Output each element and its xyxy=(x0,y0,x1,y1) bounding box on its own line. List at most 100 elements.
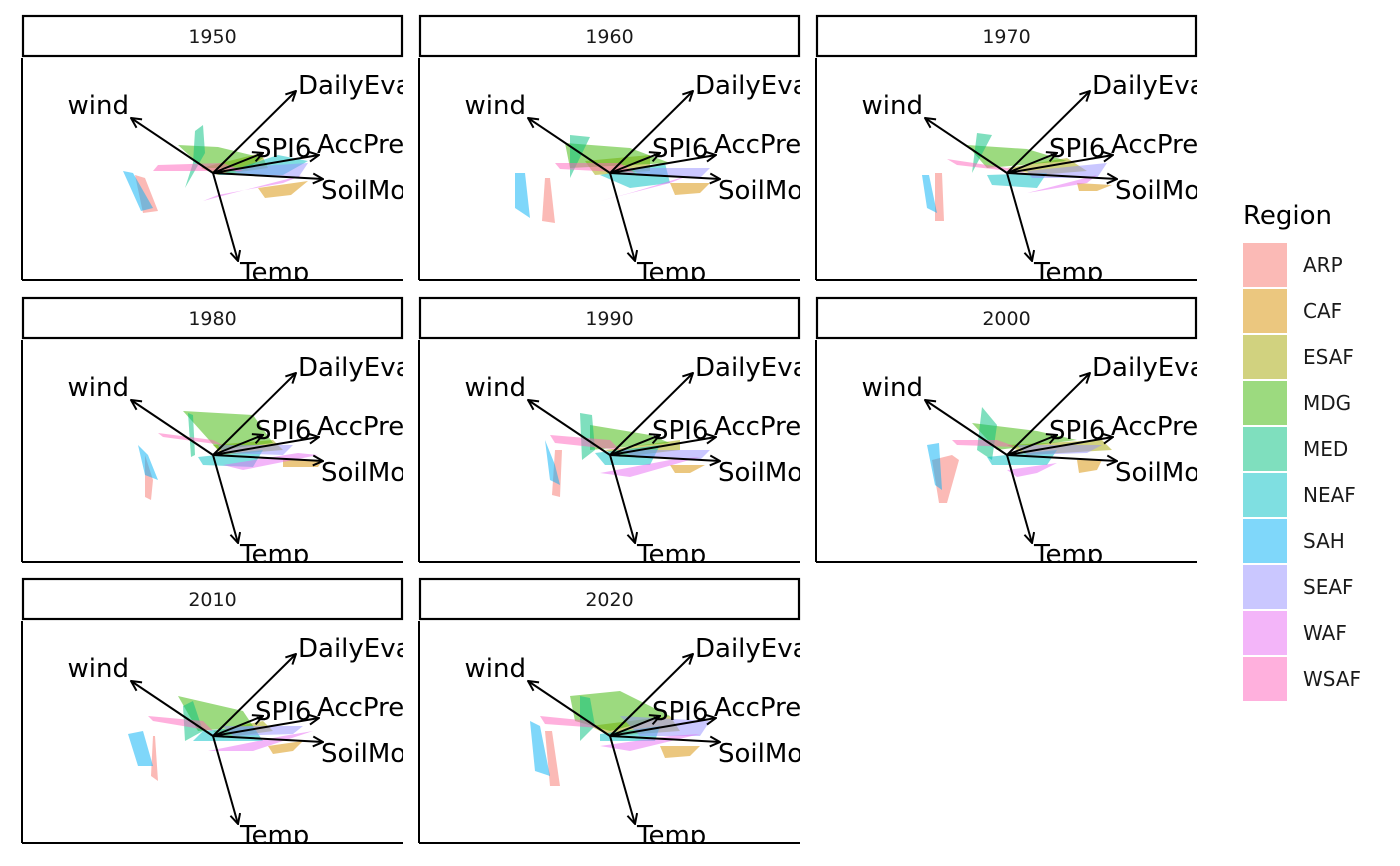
arrow-label-soilmo: SoilMo xyxy=(718,458,803,488)
loading-arrow-accprec xyxy=(212,718,319,737)
region-hull-caf xyxy=(660,746,700,758)
loading-arrow-temp xyxy=(212,454,238,543)
region-hull-arp xyxy=(135,175,158,213)
facet-strip xyxy=(418,577,801,621)
region-hull-arp xyxy=(151,736,158,781)
legend-item-arp: ARP xyxy=(1243,243,1343,287)
facet-strip xyxy=(21,14,404,58)
legend-key xyxy=(1243,427,1287,471)
arrow-label-temp: Temp xyxy=(239,821,309,851)
legend-label: MED xyxy=(1303,437,1348,461)
region-hull-sah xyxy=(922,175,937,213)
facet-strip-label: 1980 xyxy=(188,308,236,330)
legend-item-esaf: ESAF xyxy=(1243,335,1354,379)
region-hull-arp xyxy=(935,173,944,221)
legend-key xyxy=(1243,335,1287,379)
arrow-label-wind: wind xyxy=(862,373,923,403)
region-hull-sah xyxy=(515,173,530,218)
arrow-label-accprec: AccPrec xyxy=(317,693,419,723)
region-hull-sah xyxy=(545,440,560,485)
region-hull-med xyxy=(977,407,997,460)
region-hull-waf xyxy=(600,457,700,477)
facet-strip xyxy=(418,14,801,58)
legend-label: WSAF xyxy=(1303,667,1361,691)
arrow-label-accprec: AccPrec xyxy=(1111,412,1213,442)
legend-key xyxy=(1243,243,1287,287)
legend-item-sah: SAH xyxy=(1243,519,1345,563)
loading-arrow-accprec xyxy=(1006,155,1113,174)
region-hull-med xyxy=(188,413,195,457)
region-hull-waf xyxy=(208,731,313,751)
loading-arrow-soilmo xyxy=(212,172,323,179)
arrow-label-soilmo: SoilMo xyxy=(1115,458,1200,488)
arrow-label-spi6: SPI6 xyxy=(1049,134,1105,164)
facet-strip-label: 2010 xyxy=(188,589,236,611)
region-hull-caf xyxy=(258,181,308,198)
loading-arrow-wind xyxy=(925,400,1008,456)
legend-item-caf: CAF xyxy=(1243,289,1342,333)
region-hull-sah xyxy=(138,445,158,480)
arrow-label-accprec: AccPrec xyxy=(714,693,816,723)
loading-arrow-spi6 xyxy=(212,435,263,456)
legend-item-seaf: SEAF xyxy=(1243,565,1354,609)
region-hull-waf xyxy=(1007,463,1057,477)
legend-label: SEAF xyxy=(1303,575,1354,599)
loading-arrow-dailyeva xyxy=(212,373,296,456)
region-hull-med xyxy=(185,125,205,188)
region-hull-wsaf xyxy=(148,716,213,731)
loading-arrow-accprec xyxy=(212,155,319,174)
arrow-label-temp: Temp xyxy=(239,540,309,570)
region-hull-caf xyxy=(670,465,705,473)
region-hull-med xyxy=(580,696,595,741)
loading-arrow-wind xyxy=(528,118,611,174)
legend-key xyxy=(1243,519,1287,563)
region-hull-caf xyxy=(1077,460,1102,473)
region-hull-waf xyxy=(600,734,700,751)
loading-arrow-accprec xyxy=(212,437,319,456)
arrow-label-soilmo: SoilMo xyxy=(321,176,406,206)
loading-arrow-spi6 xyxy=(212,153,263,174)
region-hull-seaf xyxy=(620,450,710,460)
loading-arrow-temp xyxy=(609,454,635,543)
legend-item-neaf: NEAF xyxy=(1243,473,1356,517)
region-hull-caf xyxy=(670,183,710,195)
arrow-label-spi6: SPI6 xyxy=(652,697,708,727)
loading-arrow-wind xyxy=(528,400,611,456)
arrow-label-temp: Temp xyxy=(1033,540,1103,570)
loading-arrow-spi6 xyxy=(1006,435,1057,456)
region-hull-seaf xyxy=(223,726,303,736)
arrow-label-soilmo: SoilMo xyxy=(718,739,803,769)
loading-arrow-dailyeva xyxy=(609,373,693,456)
region-hull-caf xyxy=(268,741,303,754)
region-hull-wsaf xyxy=(550,435,620,450)
arrow-label-spi6: SPI6 xyxy=(652,416,708,446)
loading-arrow-dailyeva xyxy=(1006,91,1090,174)
region-hull-seaf xyxy=(1017,445,1102,455)
facet-strip-label: 2000 xyxy=(982,308,1030,330)
loading-arrow-soilmo xyxy=(609,172,720,179)
arrow-label-temp: Temp xyxy=(239,258,309,288)
loading-arrow-temp xyxy=(212,172,238,261)
arrow-label-temp: Temp xyxy=(636,258,706,288)
arrow-label-accprec: AccPrec xyxy=(1111,130,1213,160)
loading-arrow-soilmo xyxy=(609,735,720,742)
arrow-label-wind: wind xyxy=(862,91,923,121)
arrow-label-wind: wind xyxy=(68,373,129,403)
loading-arrow-dailyeva xyxy=(212,91,296,174)
legend-key xyxy=(1243,565,1287,609)
legend-label: ESAF xyxy=(1303,345,1354,369)
arrow-label-dailyeva: DailyEva xyxy=(695,353,809,383)
legend-item-med: MED xyxy=(1243,427,1348,471)
loading-arrow-soilmo xyxy=(1006,172,1117,179)
loading-arrow-wind xyxy=(131,681,214,737)
arrow-label-wind: wind xyxy=(68,91,129,121)
legend-key xyxy=(1243,289,1287,333)
arrow-label-accprec: AccPrec xyxy=(317,130,419,160)
legend-key xyxy=(1243,381,1287,425)
legend-key xyxy=(1243,611,1287,655)
